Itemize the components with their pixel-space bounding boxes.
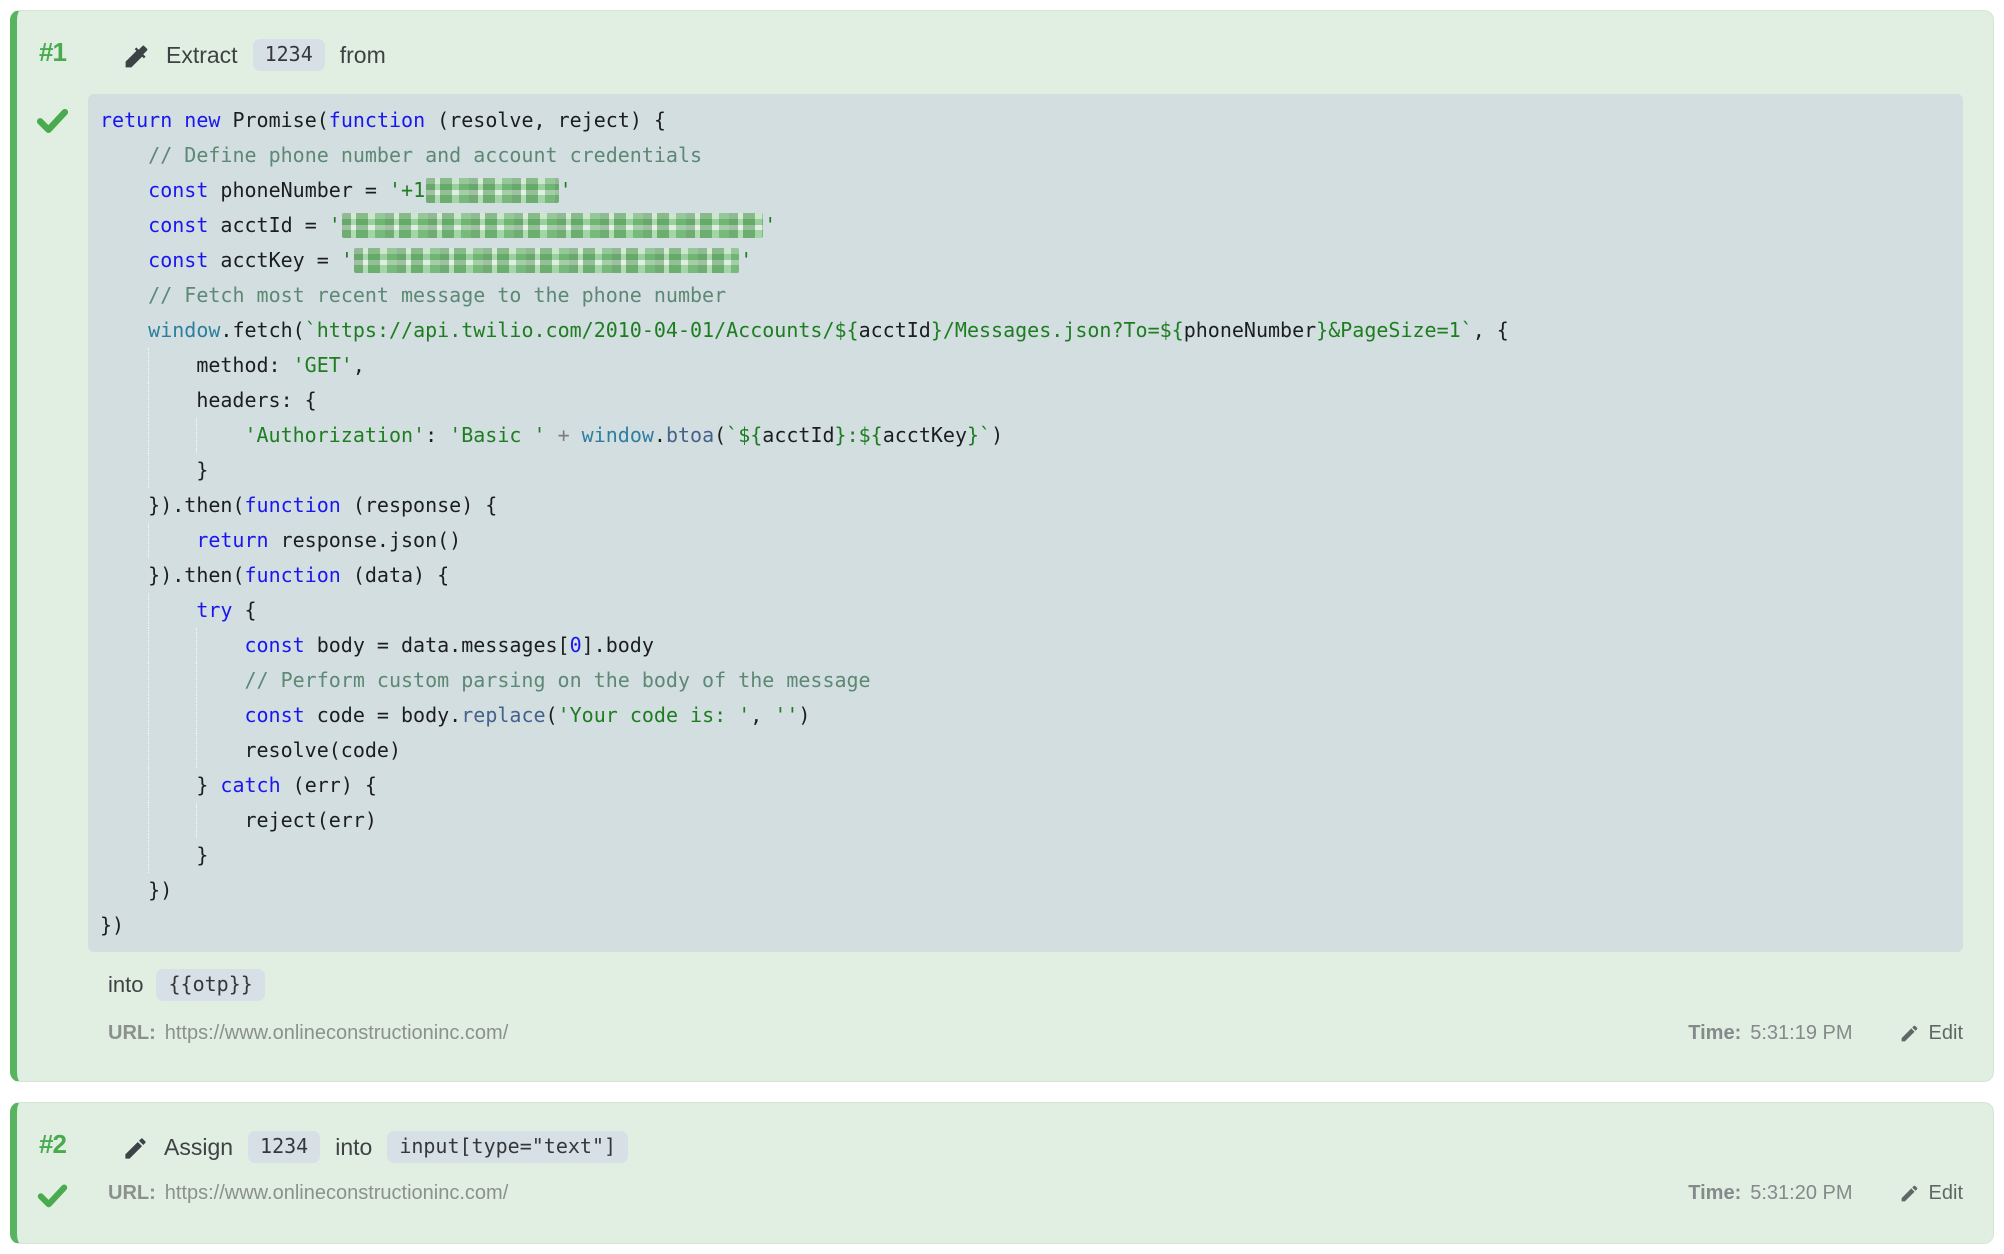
code-line: } <box>100 453 1951 488</box>
code-line: // Define phone number and account crede… <box>148 143 703 167</box>
url-label: URL: <box>108 1022 156 1044</box>
check-icon <box>35 1178 70 1213</box>
code-line: headers: { <box>100 383 1951 418</box>
time-label: Time: <box>1688 1022 1742 1044</box>
code-line: // Perform custom parsing on the body of… <box>100 663 1951 698</box>
step1-gutter: #1 <box>17 11 88 1081</box>
code-line: resolve(code) <box>100 733 1951 768</box>
step2-number: #2 <box>39 1129 67 1159</box>
url-value: https://www.onlineconstructioninc.com/ <box>164 1182 509 1204</box>
code-line: try { <box>100 593 1951 628</box>
step1-content: Extract 1234 from return new Promise(fun… <box>88 11 1993 1081</box>
code-line: return response.json() <box>100 523 1951 558</box>
code-line: }) <box>100 913 125 937</box>
step1-url: URL: https://www.onlineconstructioninc.c… <box>108 1022 508 1045</box>
code-line: const code = body.replace('Your code is:… <box>100 698 1951 733</box>
edit-label: Edit <box>1928 1022 1963 1044</box>
code-line: } <box>100 838 1951 873</box>
code-line: window.fetch(`https://api.twilio.com/201… <box>148 318 1509 342</box>
code-line: method: 'GET', <box>100 348 1951 383</box>
step1-preposition: from <box>339 41 386 68</box>
check-icon <box>34 102 71 139</box>
step1-time: Time: 5:31:19 PM <box>1688 1022 1852 1045</box>
url-label: URL: <box>108 1182 156 1204</box>
code-line: }).then(function (data) { <box>148 563 450 587</box>
url-value: https://www.onlineconstructioninc.com/ <box>164 1022 509 1044</box>
step2-meta-row: URL: https://www.onlineconstructioninc.c… <box>88 1182 1963 1205</box>
pencil-icon <box>1899 1023 1920 1044</box>
step2-time: Time: 5:31:20 PM <box>1688 1182 1852 1205</box>
step2-url: URL: https://www.onlineconstructioninc.c… <box>108 1182 508 1205</box>
pencil-icon <box>122 1135 149 1162</box>
step1-meta-row: URL: https://www.onlineconstructioninc.c… <box>88 1022 1963 1045</box>
edit-label: Edit <box>1928 1182 1963 1204</box>
step-card-1: #1 Extract 1234 from return new Promise(… <box>10 10 1994 1082</box>
otp-variable-badge: {{otp}} <box>156 969 265 1001</box>
time-label: Time: <box>1688 1182 1742 1204</box>
step1-into-row: into {{otp}} <box>88 969 1963 1001</box>
code-line: const body = data.messages[0].body <box>100 628 1951 663</box>
code-line: const acctId = '' <box>148 213 777 238</box>
redacted-text <box>426 178 559 203</box>
code-line: return new Promise(function (resolve, re… <box>100 108 666 132</box>
time-value: 5:31:19 PM <box>1750 1022 1853 1044</box>
code-line: } catch (err) { <box>100 768 1951 803</box>
step2-header: Assign 1234 into input[type="text"] <box>88 1125 1963 1169</box>
code-line: const phoneNumber = '+1' <box>148 178 572 203</box>
time-value: 5:31:20 PM <box>1750 1182 1853 1204</box>
code-line: }).then(function (response) { <box>148 493 498 517</box>
step2-action-label: Assign <box>164 1133 234 1160</box>
code-line: reject(err) <box>100 803 1951 838</box>
step-card-2: #2 Assign 1234 into input[type="text"] U… <box>10 1102 1994 1244</box>
redacted-text <box>341 213 764 238</box>
step1-header: Extract 1234 from <box>88 33 1963 77</box>
step1-edit-button[interactable]: Edit <box>1899 1022 1963 1045</box>
step1-number: #1 <box>39 37 67 67</box>
redacted-text <box>353 248 740 273</box>
step2-content: Assign 1234 into input[type="text"] URL:… <box>88 1103 1993 1243</box>
pencil-icon <box>1899 1183 1920 1204</box>
step1-action-label: Extract <box>166 41 238 68</box>
code-line: 'Authorization': 'Basic ' + window.btoa(… <box>100 418 1951 453</box>
step1-value-badge: 1234 <box>252 39 325 71</box>
code-line: }) <box>148 878 173 902</box>
step2-value-badge: 1234 <box>248 1131 321 1163</box>
code-line: const acctKey = '' <box>148 248 753 273</box>
code-block: return new Promise(function (resolve, re… <box>88 94 1963 952</box>
code-line: // Fetch most recent message to the phon… <box>148 283 727 307</box>
step2-selector-badge: input[type="text"] <box>387 1131 629 1163</box>
step2-edit-button[interactable]: Edit <box>1899 1182 1963 1205</box>
into-label: into <box>108 972 144 997</box>
step2-preposition: into <box>335 1133 373 1160</box>
step2-gutter: #2 <box>17 1103 88 1243</box>
eyedropper-icon <box>122 42 151 71</box>
